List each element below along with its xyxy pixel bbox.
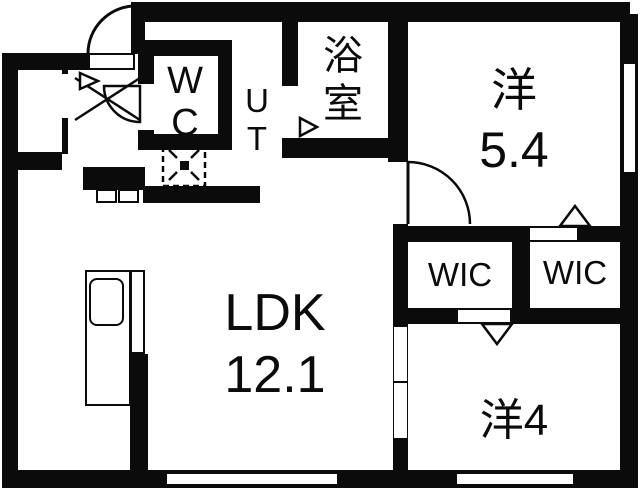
yo54-door-arc [407,160,472,225]
entry-storage-cross-2 [74,76,141,122]
wc-label: W C [138,60,232,144]
wall-entry-closet [62,118,68,154]
yo4-label-text: 洋4 [479,396,549,445]
floor-hatch-diag-3 [168,171,178,181]
bath-door-triangle-icon [298,115,320,139]
yo54-label-name: 洋 [491,64,537,116]
wic-right-opening [530,228,577,240]
wall-bath-west [282,13,298,86]
floor-hatch-diag-4 [190,171,200,181]
wic-left-opening [458,310,510,322]
wall-kitchen-column [130,354,148,470]
wall-wic-middle [512,242,530,308]
bath-label: 浴 室 [298,32,388,128]
wic-left-label-text: WIC [427,256,493,293]
bath-label-line2: 室 [323,82,363,126]
entrance-door-arc [86,4,134,54]
yo54-label-size: 5.4 [479,122,549,178]
wall-yo54-west-upper [388,2,408,162]
window-yo4-south [457,474,573,484]
bath-label-line1: 浴 [323,34,363,78]
ldk-yo4-sliding-panel-2 [394,383,407,438]
wall-hall-ldk-south [143,186,260,203]
wic-right-label-text: WIC [542,254,608,291]
ut-label-line2: T [246,120,268,157]
floor-hatch-center [180,161,189,170]
entry-direction-triangle-icon [78,71,102,91]
wall-bath-south [282,138,408,158]
ldk-label: LDK 12.1 [170,282,380,406]
floor-hatch-diag-2 [190,149,200,159]
wall-top-entry [2,53,90,70]
wall-hall-ldk-west [83,167,145,190]
wc-label-line1: W [167,60,203,102]
window-yo54-east [624,64,635,172]
wc-door-opening [138,84,154,130]
kitchen-counter-strip [130,270,145,354]
floor-hatch-box [161,142,207,188]
ut-label-line1: U [245,82,269,119]
wc-room-interior [154,56,218,134]
hall-sliding-panel-2 [118,189,139,203]
wall-entry-closet-jamb [62,68,68,74]
ut-label: U T [232,82,282,158]
wic-right-label: WIC [530,254,620,292]
wall-top-main [133,2,630,22]
wic-left-label: WIC [408,256,512,294]
ldk-label-size: 12.1 [224,346,326,404]
kitchen-sink [89,278,124,326]
wic-left-triangle-icon [479,322,515,347]
wall-left [2,53,18,472]
wic-right-triangle-icon [557,203,593,228]
hall-sliding-panel-1 [96,189,117,203]
yo4-label: 洋4 [408,384,620,448]
window-ldk-south [167,474,337,484]
floor-hatch-diag-1 [168,149,178,159]
wc-label-line2: C [171,102,199,144]
ldk-yo4-sliding-panel-1 [394,327,407,381]
ldk-label-name: LDK [224,284,326,342]
wall-stub-below-closet [18,152,62,170]
yo54-label: 洋 5.4 [408,60,620,180]
bath-door-opening [282,86,298,138]
entrance-threshold [88,53,135,70]
